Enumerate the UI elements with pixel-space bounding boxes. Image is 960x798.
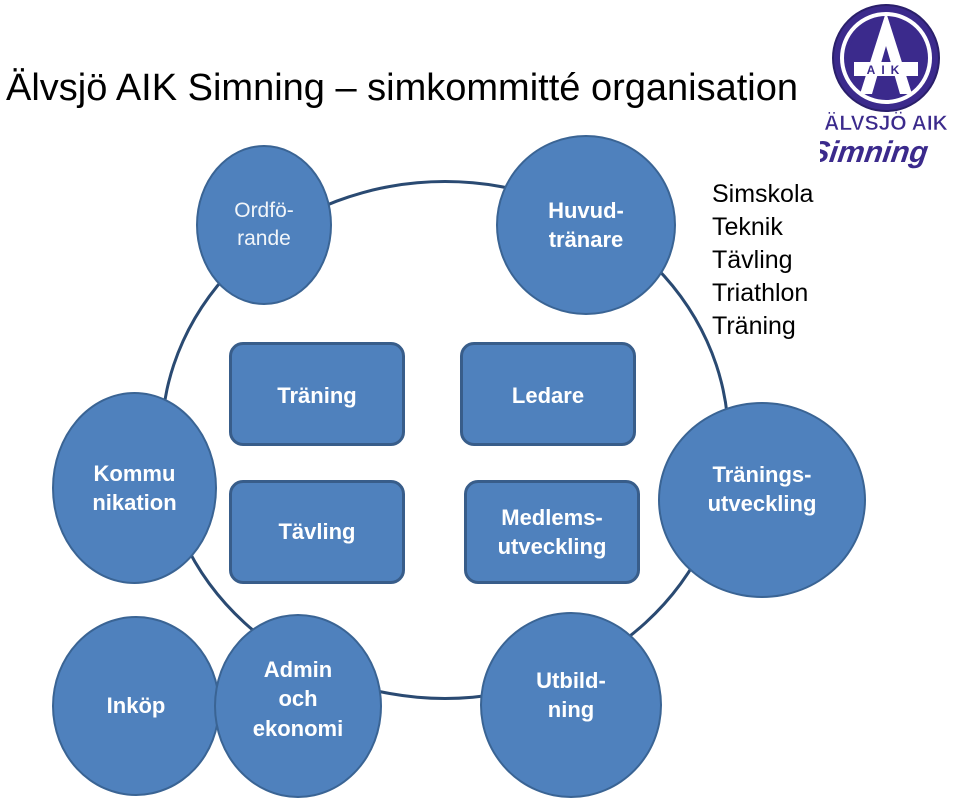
- box-tavling: Tävling: [229, 480, 405, 584]
- box-medlemsutveckling-label: Medlems- utveckling: [497, 505, 607, 560]
- circle-admin: Admin och ekonomi: [214, 614, 382, 798]
- training-area-item: Träning: [712, 312, 796, 340]
- circle-kommunikation: Kommu nikation: [52, 392, 217, 584]
- training-area-item: Tävling: [712, 246, 793, 274]
- training-area-item: Teknik: [712, 213, 783, 241]
- circle-utbildning-label: Utbild- ning: [536, 667, 606, 722]
- logo-name: ÄLVSJÖ AIK: [824, 112, 948, 135]
- box-traning: Träning: [229, 342, 405, 446]
- circle-inkop-label: Inköp: [106, 693, 166, 719]
- box-ledare-label: Ledare: [511, 383, 585, 408]
- circle-kommunikation-label: Kommu nikation: [92, 460, 177, 515]
- page-title: Älvsjö AIK Simning – simkommitté organis…: [6, 67, 798, 109]
- circle-ordforande-label: Ordfö- rande: [234, 199, 294, 250]
- circle-traningsutveckling: Tränings- utveckling: [658, 402, 866, 598]
- circle-inkop: Inköp: [52, 616, 220, 796]
- circle-utbildning: Utbild- ning: [480, 612, 662, 798]
- box-ledare: Ledare: [460, 342, 636, 446]
- circle-admin-label: Admin och ekonomi: [252, 657, 344, 741]
- training-area-item: Triathlon: [712, 279, 809, 307]
- training-areas-list: Simskola Teknik Tävling Triathlon Tränin…: [712, 178, 813, 343]
- circle-huvudtranare: Huvud- tränare: [496, 135, 676, 315]
- circle-huvudtranare-label: Huvud- tränare: [548, 197, 624, 252]
- alvsjo-aik-logo: AIK ÄLVSJÖ AIK Simning: [820, 4, 948, 169]
- box-traning-label: Träning: [277, 383, 357, 408]
- circle-traningsutveckling-label: Tränings- utveckling: [707, 461, 817, 516]
- training-area-item: Simskola: [712, 180, 814, 208]
- logo-letters: AIK: [867, 63, 906, 77]
- circle-ordforande: Ordfö- rande: [196, 145, 332, 305]
- box-medlemsutveckling: Medlems- utveckling: [464, 480, 640, 584]
- logo-script: Simning: [820, 136, 930, 169]
- box-tavling-label: Tävling: [278, 519, 356, 544]
